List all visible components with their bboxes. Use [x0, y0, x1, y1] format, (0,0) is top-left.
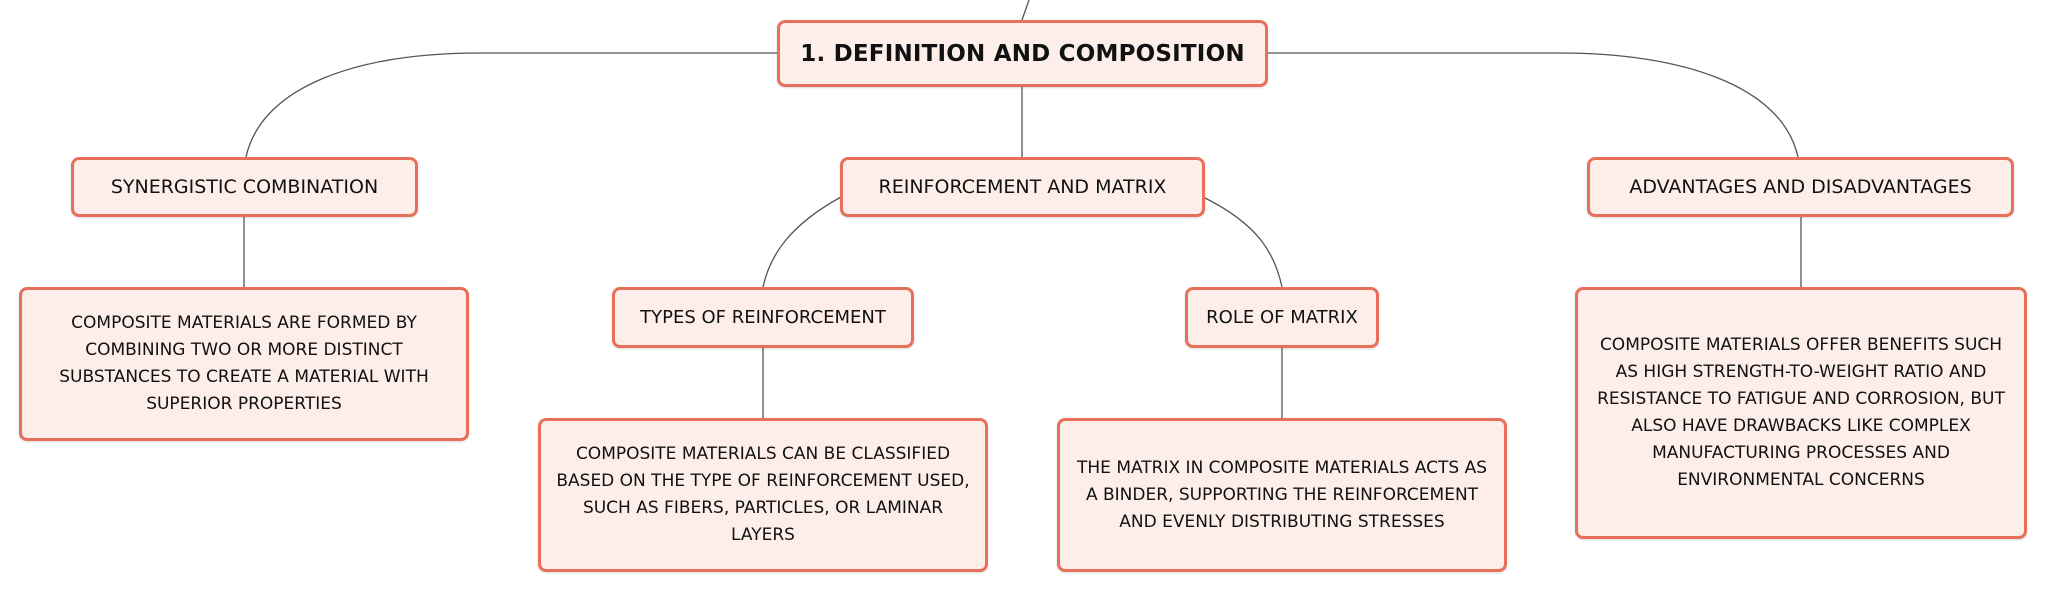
root-topic-label: 1. DEFINITION AND COMPOSITION	[800, 40, 1245, 67]
connector-reinforcement-role	[1202, 196, 1283, 288]
root-topic[interactable]: 1. DEFINITION AND COMPOSITION	[777, 20, 1268, 87]
topic-label: ADVANTAGES AND DISADVANTAGES	[1629, 176, 1972, 198]
subtopic-types-of-reinforcement[interactable]: TYPES OF REINFORCEMENT	[612, 287, 914, 348]
connector-reinforcement-types	[762, 196, 842, 288]
detail-synergistic-combination[interactable]: COMPOSITE MATERIALS ARE FORMED BY COMBIN…	[19, 287, 469, 441]
topic-reinforcement-and-matrix[interactable]: REINFORCEMENT AND MATRIX	[840, 157, 1205, 217]
detail-text: THE MATRIX IN COMPOSITE MATERIALS ACTS A…	[1077, 457, 1487, 532]
topic-advantages-and-disadvantages[interactable]: ADVANTAGES AND DISADVANTAGES	[1587, 157, 2014, 217]
subtopic-label: TYPES OF REINFORCEMENT	[640, 307, 886, 328]
topic-synergistic-combination[interactable]: SYNERGISTIC COMBINATION	[71, 157, 418, 217]
detail-types-of-reinforcement[interactable]: COMPOSITE MATERIALS CAN BE CLASSIFIED BA…	[538, 418, 988, 572]
connector-root-parent	[1021, 0, 1030, 21]
detail-text: COMPOSITE MATERIALS OFFER BENEFITS SUCH …	[1597, 335, 2005, 490]
connector-root-synergy	[245, 52, 777, 158]
detail-text: COMPOSITE MATERIALS ARE FORMED BY COMBIN…	[59, 313, 429, 414]
connector-root-pros-cons	[1268, 52, 1799, 158]
topic-label: SYNERGISTIC COMBINATION	[110, 176, 379, 198]
topic-label: REINFORCEMENT AND MATRIX	[878, 176, 1167, 198]
subtopic-label: ROLE OF MATRIX	[1206, 307, 1358, 328]
detail-role-of-matrix[interactable]: THE MATRIX IN COMPOSITE MATERIALS ACTS A…	[1057, 418, 1507, 572]
detail-advantages-and-disadvantages[interactable]: COMPOSITE MATERIALS OFFER BENEFITS SUCH …	[1575, 287, 2027, 539]
detail-text: COMPOSITE MATERIALS CAN BE CLASSIFIED BA…	[556, 444, 970, 545]
subtopic-role-of-matrix[interactable]: ROLE OF MATRIX	[1185, 287, 1379, 348]
